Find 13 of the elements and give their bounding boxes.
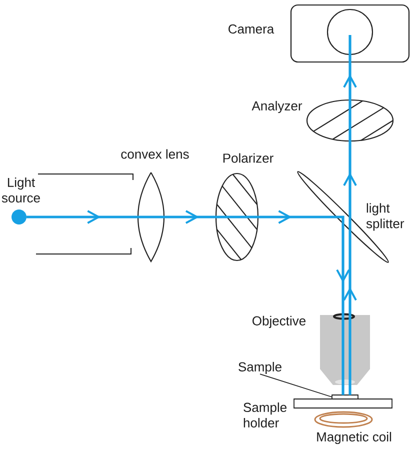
light-beam (342, 385, 344, 395)
part-label: Magnetic coil (317, 432, 392, 444)
part-label: Objective (252, 316, 306, 328)
part-label: Camera (228, 24, 274, 34)
part-label: Sample (238, 362, 282, 374)
part-label: light splitter (366, 203, 404, 231)
leader-line (260, 374, 332, 398)
part-label: Polarizer (223, 153, 274, 163)
part-label: Light source (2, 177, 40, 203)
part-label: Analyzer (252, 100, 302, 114)
part-label: convex lens (121, 149, 189, 159)
part-label: Sample holder (244, 402, 286, 428)
light-beam (348, 385, 352, 395)
